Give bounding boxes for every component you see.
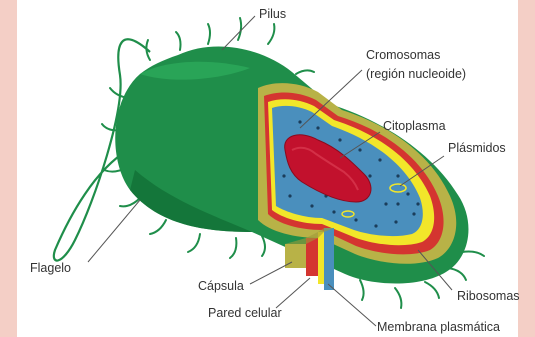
label-plasmidos: Plásmidos — [448, 141, 506, 155]
label-flagelo: Flagelo — [30, 261, 71, 275]
label-pilus: Pilus — [259, 7, 286, 21]
label-cromosomas: Cromosomas — [366, 48, 440, 62]
label-pared-celular: Pared celular — [208, 306, 282, 320]
label-capsula: Cápsula — [198, 279, 244, 293]
label-citoplasma: Citoplasma — [383, 119, 446, 133]
label-region-nucleoide: (región nucleoide) — [366, 67, 466, 81]
label-membrana-plasmatica: Membrana plasmática — [377, 320, 500, 334]
label-ribosomas: Ribosomas — [457, 289, 520, 303]
